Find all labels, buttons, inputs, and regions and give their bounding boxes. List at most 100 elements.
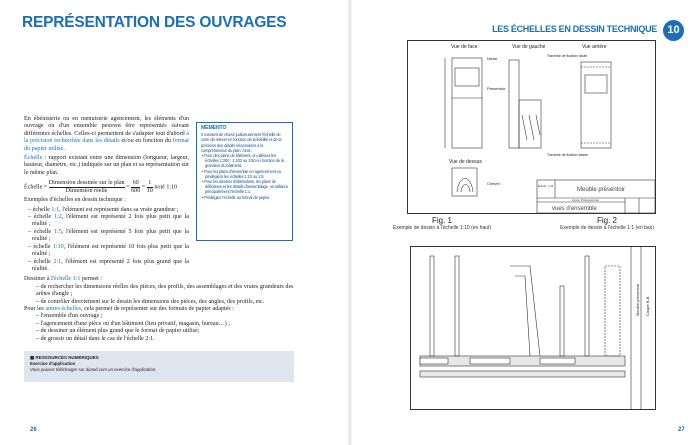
callout: Traverse de fixation basse <box>547 153 588 157</box>
list-item: – échelle 1:10, l'élément est représenté… <box>24 244 189 259</box>
formula-note: noté 1:10 <box>154 184 178 191</box>
list-item: • Pour des plans de bâtiment, on utilise… <box>202 153 284 169</box>
book-spine <box>347 0 353 445</box>
fig1-caption: Fig. 1 Exemple de dessin à l'échelle 1:1… <box>372 216 512 231</box>
list-item: – l'ensemble d'un ouvrage ; <box>36 313 103 320</box>
view-label: Vue de dessus <box>449 159 482 165</box>
scale: 1:1 <box>51 206 60 213</box>
front-view <box>444 57 483 149</box>
text: : rapport existant entre une dimension (… <box>24 155 189 176</box>
drawing-fig2: Meuble présentoir Coupe B-B <box>410 246 656 410</box>
drawing-fig1: Vue de face Vue de gauche Vue arrière Ni… <box>407 40 656 214</box>
numerator: Dimension dessinée sur le plan <box>48 180 125 188</box>
highlight: échelle 1:1 <box>53 276 81 283</box>
scale-text: Échelle : 1:10 <box>538 185 554 188</box>
numerator: 60 <box>131 180 141 188</box>
view-label: Vue de gauche <box>512 44 546 50</box>
text: – échelle <box>28 214 54 221</box>
equals: = <box>126 184 130 191</box>
scale: 2:1 <box>53 258 62 265</box>
text: – échelle <box>28 206 52 213</box>
memento-list: • Pour des plans de bâtiment, on utilise… <box>201 153 288 200</box>
other-intro: Pour les autres échelles, cela permet de… <box>24 306 294 313</box>
memento-text: Il convient de choisir judicieusement l'… <box>201 132 282 153</box>
list-item: – échelle 2:1, l'élément est représenté … <box>24 259 189 274</box>
list-item: – de rechercher les dimensions réelles d… <box>36 283 294 298</box>
memento-title: MÉMENTO <box>201 125 227 131</box>
scale: 1:2 <box>53 214 62 221</box>
text: Pour des plans de bâtiment, on utilisera… <box>204 153 284 169</box>
denominator: 10 <box>146 187 153 194</box>
text: , l'élément est représenté 2 fois plus p… <box>32 214 189 228</box>
right-page: LES ÉCHELLES EN DESSIN TECHNIQUE 10 Vue … <box>352 0 700 445</box>
left-page: REPRÉSENTATION DES OUVRAGES En ébénister… <box>0 0 348 445</box>
resources-box: ▦ RESSOURCES NUMÉRIQUES Exercice d'appli… <box>24 350 294 382</box>
section-label: Coupe B-B <box>645 296 650 316</box>
text: , l'élément est représenté 10 fois plus … <box>32 243 189 258</box>
list-item: • Pour les plans d'ensemble en agencemen… <box>202 168 281 179</box>
list-item: – échelle 1:2, l'élément est représenté … <box>24 214 189 229</box>
text: – échelle <box>28 243 53 250</box>
fig-label: Fig. 1 <box>431 216 452 225</box>
title-block: Échelle : 1:10 Meuble présentoir Lycée P… <box>536 179 656 214</box>
resources-label: ▦ RESSOURCES NUMÉRIQUES <box>30 354 99 360</box>
drawing-name: Meuble présentoir <box>635 283 640 316</box>
fig2-caption: Fig. 2 Exemple de dessin à l'échelle 1:1… <box>532 216 682 231</box>
text: Pour les <box>24 305 46 312</box>
text: , cela permet de représenter sur des for… <box>81 305 234 312</box>
chapter-title: LES ÉCHELLES EN DESSIN TECHNIQUE <box>492 24 657 34</box>
list-item: – de contrôler directement sur le dessin… <box>36 298 265 305</box>
list-item: • Pour les dessins d'ébénisterie, les pl… <box>202 179 288 195</box>
text: , l'élément est représenté dans sa vraie… <box>59 206 179 213</box>
view-label: Vue arrière <box>582 44 607 50</box>
list-item: • Privilégiez l'échelle au format de pap… <box>202 194 270 200</box>
callout: Traverse de fixation haute <box>547 54 587 58</box>
uses-text: Dessiner à l'échelle 1:1 permet : – de r… <box>24 276 294 343</box>
fig-label: Fig. 2 <box>596 216 617 225</box>
rear-view <box>580 61 612 149</box>
drawing-name: Meuble présentoir <box>577 187 625 193</box>
list-item: – de dessiner un élément plus grand que … <box>36 328 200 335</box>
callout: Niche <box>487 56 498 61</box>
top-view <box>451 167 478 197</box>
page-title: REPRÉSENTATION DES OUVRAGES <box>22 14 287 31</box>
resources-title: Exercice d'application <box>30 360 76 366</box>
fig-caption: Exemple de dessin à l'échelle 1:1 (en ba… <box>560 225 654 231</box>
highlight: à la précision recherchée dans les détai… <box>24 130 189 145</box>
callout: Présentoir <box>487 86 506 91</box>
highlight: format du papier utilisé <box>24 138 189 152</box>
body-text: En ébénisterie ou en menuiserie agenceme… <box>24 116 189 273</box>
formula-lhs: Échelle = <box>24 184 48 191</box>
examples-title: Exemples d'échelles en dessin technique … <box>24 197 126 204</box>
drawing-subtitle: vues d'ensemble <box>552 206 598 212</box>
definition: Échelle : rapport existant entre une dim… <box>24 155 189 177</box>
memento-box: MÉMENTO Il convient de choisir judicieus… <box>196 122 293 241</box>
scale: 1:10 <box>52 243 64 250</box>
chapter-number-badge: 10 <box>663 20 684 41</box>
scale: 1:5 <box>53 228 62 235</box>
resources-text: Vous pouvez télécharger sur dunod.com un… <box>30 366 157 372</box>
list-item: – échelle 1:5, l'élément est représenté … <box>24 229 189 244</box>
scale11-intro: Dessiner à l'échelle 1:1 permet : <box>24 276 294 283</box>
numerator: 1 <box>146 180 153 188</box>
text: permet : <box>80 276 103 283</box>
text: En ébénisterie ou en menuiserie agenceme… <box>24 116 189 137</box>
text: , l'élément est représenté 2 fois plus g… <box>32 258 189 272</box>
text: Pour les plans d'ensemble en agencement … <box>204 168 281 179</box>
page-number: 27 <box>678 427 685 433</box>
text: et/ou en fonction du <box>119 138 173 145</box>
examples-list: – échelle 1:1, l'élément est représenté … <box>24 207 189 274</box>
text: , l'élément est représenté 5 fois plus p… <box>32 228 189 243</box>
denominator: 600 <box>131 187 141 194</box>
equals: = <box>141 184 146 191</box>
label: RESSOURCES NUMÉRIQUES <box>35 354 99 360</box>
page-number: 26 <box>30 427 37 433</box>
text: . <box>63 145 65 152</box>
section-drawing <box>419 255 626 378</box>
text: Privilégiez l'échelle au format de papie… <box>204 194 270 200</box>
callout: Chevet <box>487 181 501 186</box>
formula: Échelle = Dimension dessinée sur le plan… <box>24 180 189 194</box>
list-item: – l'agencement d'une pièce ou d'un bâtim… <box>36 320 230 327</box>
